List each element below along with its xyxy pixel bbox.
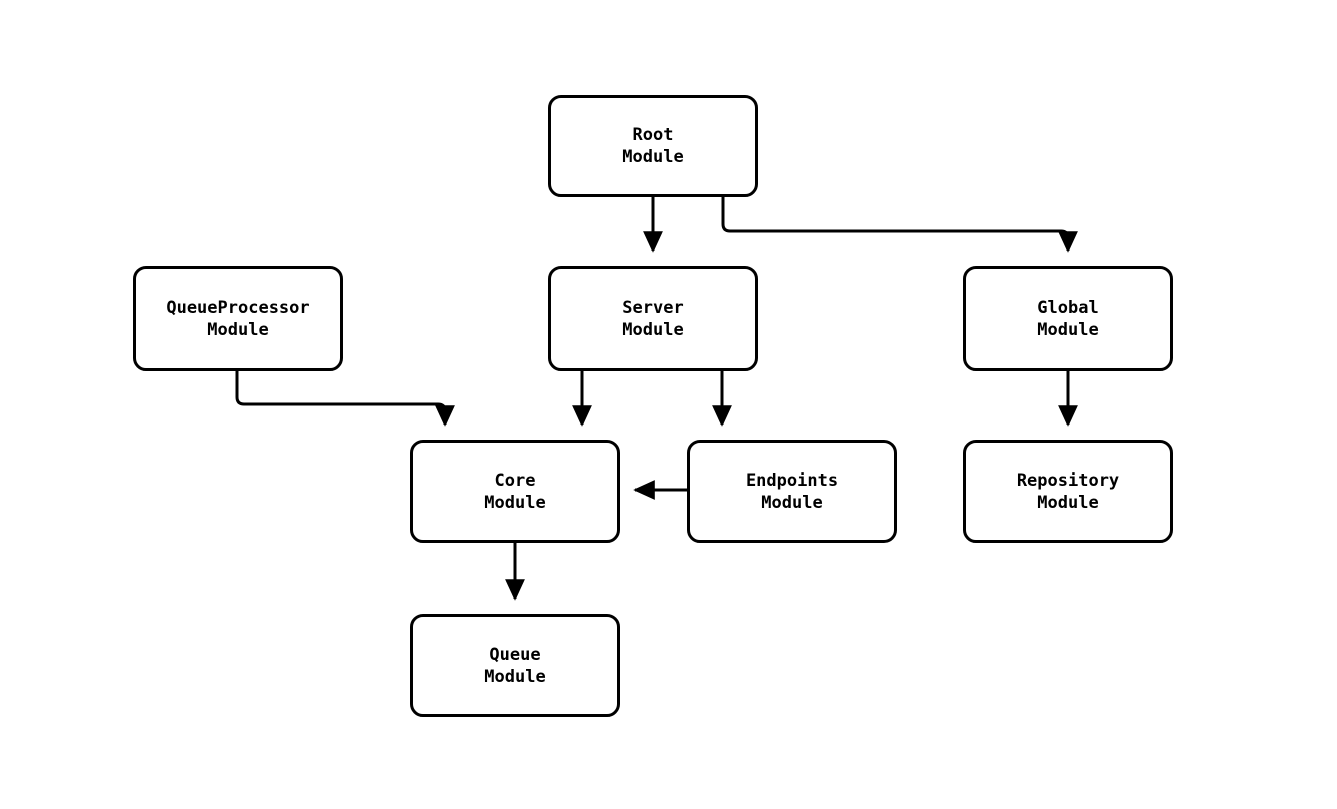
node-label-line2: Module xyxy=(622,147,684,167)
node-label-line1: Endpoints xyxy=(745,470,839,491)
node-server-module[interactable]: Server Module xyxy=(548,266,758,371)
node-label-line2: Module xyxy=(1037,492,1099,513)
node-label-line1: Root xyxy=(632,125,674,145)
node-label-line1: Server xyxy=(622,297,684,318)
node-label-line2: Module xyxy=(484,666,546,687)
node-label-line1: Global xyxy=(1037,297,1099,318)
node-queueprocessor-module[interactable]: QueueProcessor Module xyxy=(133,266,343,371)
node-label-line2: Module xyxy=(622,319,684,340)
node-core-module[interactable]: Core Module xyxy=(410,440,620,543)
node-global-module[interactable]: Global Module xyxy=(963,266,1173,371)
node-endpoints-module[interactable]: Endpoints Module xyxy=(687,440,897,543)
node-label-line1: Repository xyxy=(1016,470,1120,491)
node-label-line2: Module xyxy=(1037,319,1099,340)
node-repository-module[interactable]: Repository Module xyxy=(963,440,1173,543)
node-root-module[interactable]: Root Module xyxy=(548,95,758,197)
node-label-line1: QueueProcessor xyxy=(166,297,310,318)
node-label-line2: Module xyxy=(761,492,823,513)
edge-queueprocessor-core xyxy=(235,371,455,427)
node-label-line1: Queue xyxy=(489,644,541,665)
edge-root-global xyxy=(721,197,1078,253)
node-queue-module[interactable]: Queue Module xyxy=(410,614,620,717)
node-label-line2: Module xyxy=(484,492,546,513)
node-label-line2: Module xyxy=(207,319,269,340)
node-label-line1: Core xyxy=(494,470,536,491)
